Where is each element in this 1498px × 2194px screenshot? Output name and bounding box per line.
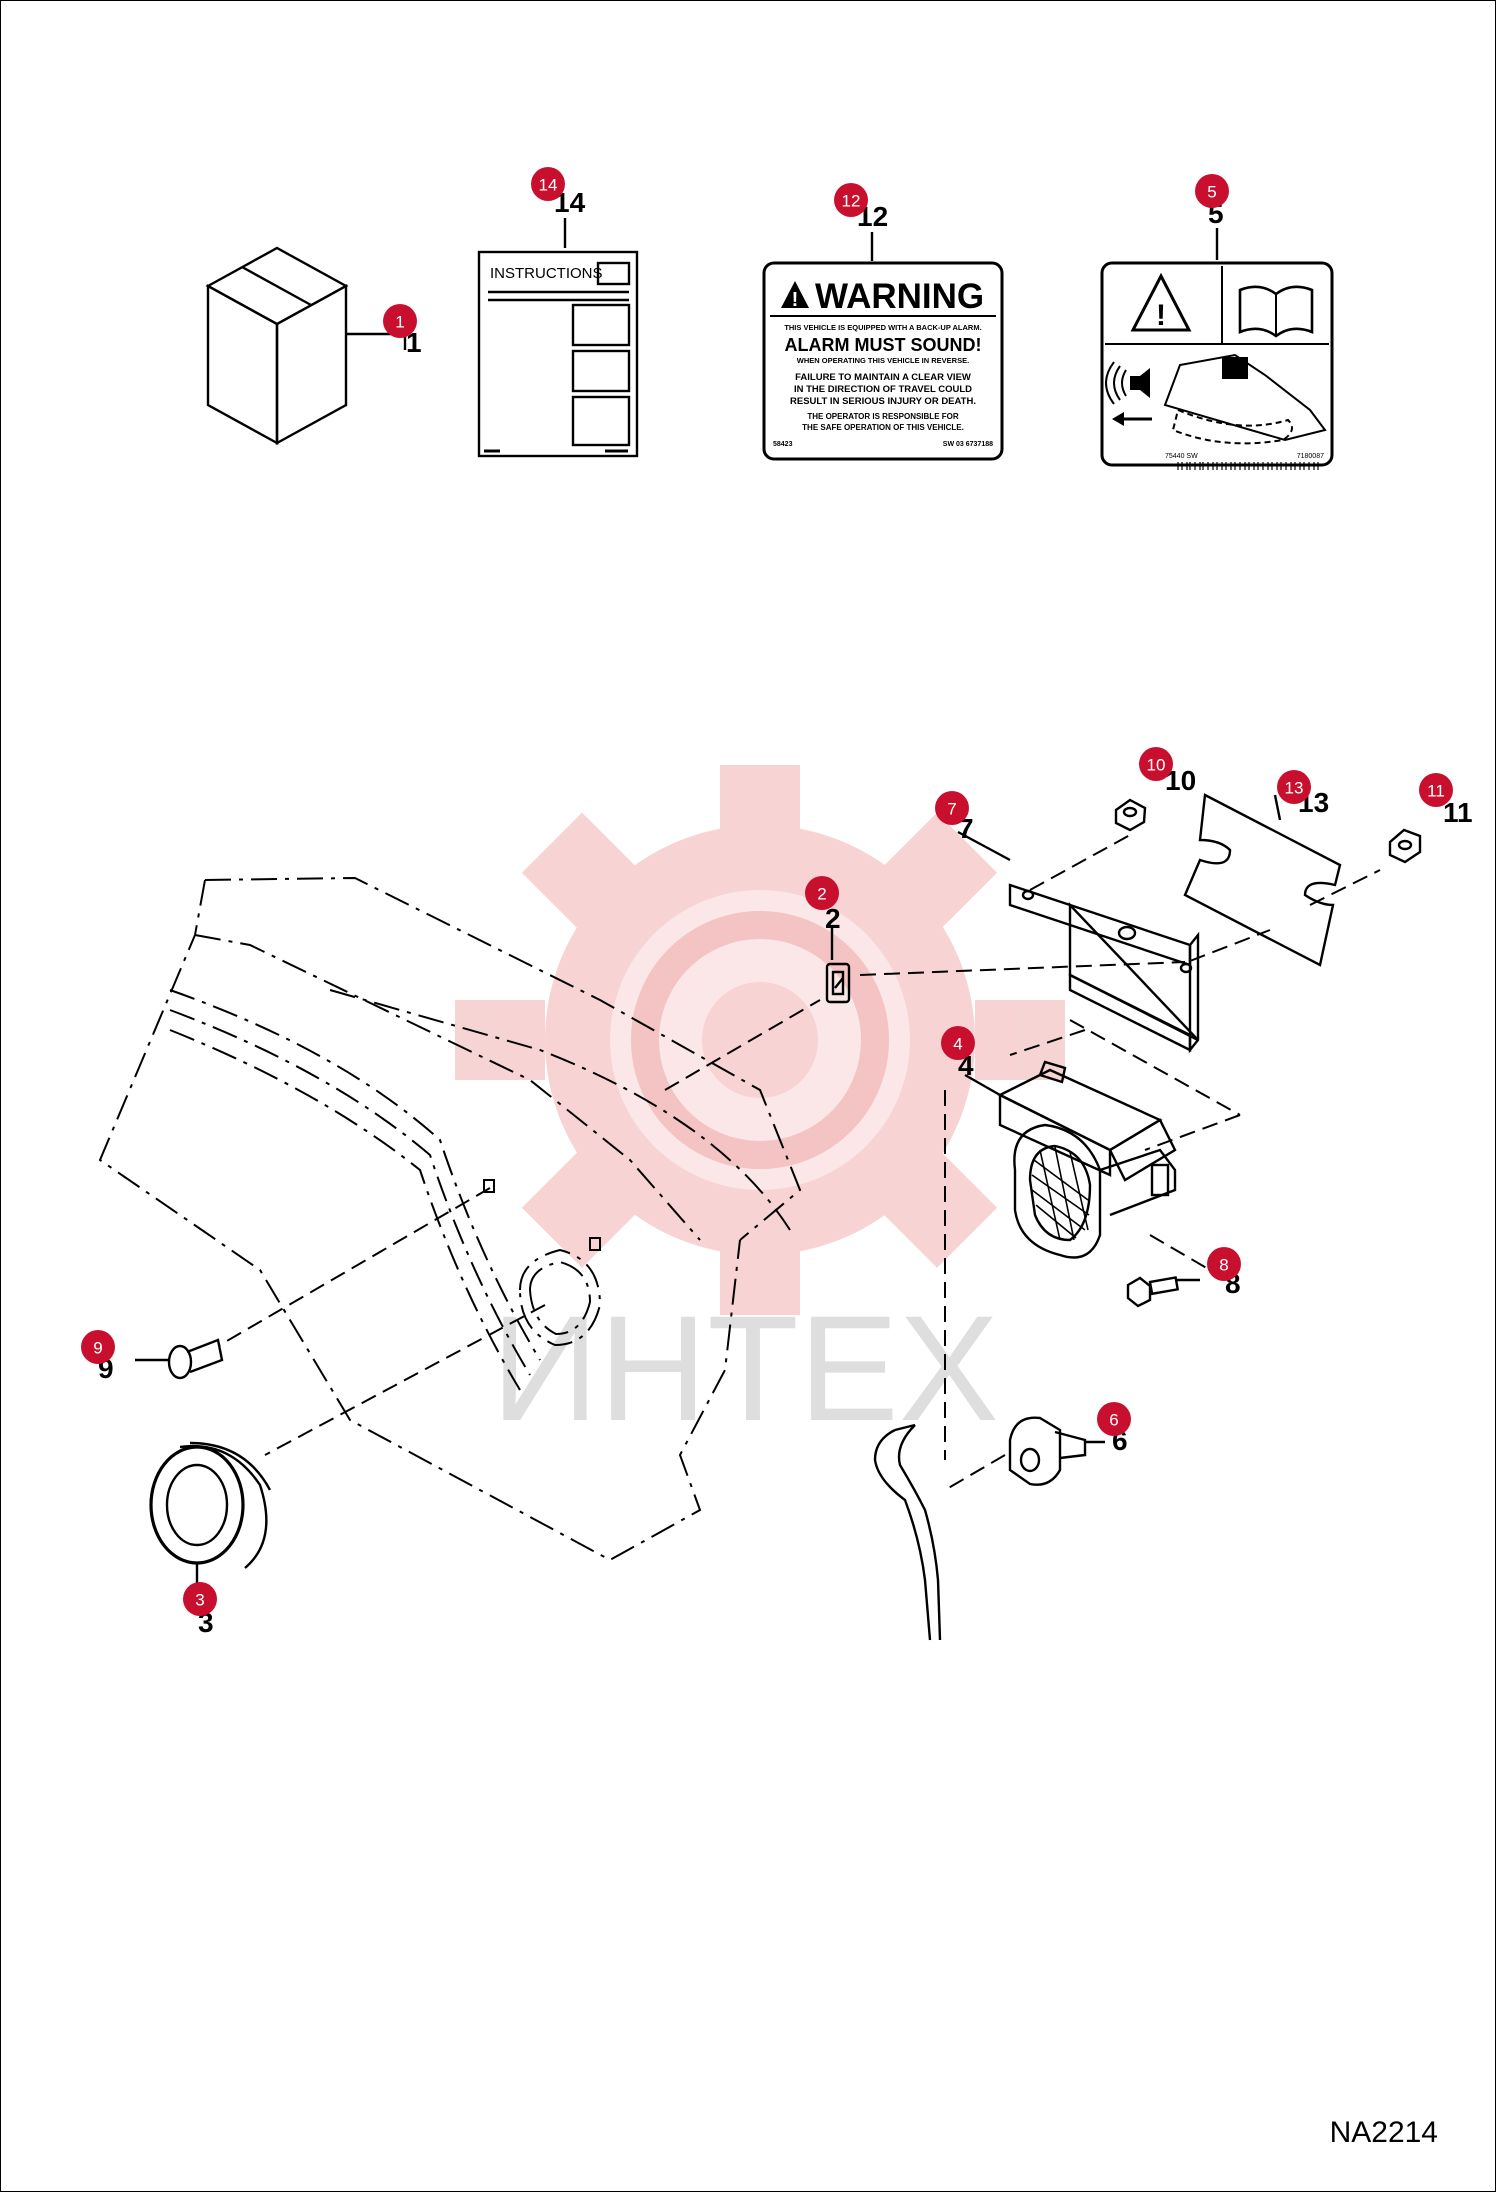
svg-text:2: 2 [817,885,826,904]
carriage-bolt-part-9[interactable] [135,1338,224,1380]
badge-9[interactable]: 9 [81,1330,115,1364]
svg-text:FAILURE TO MAINTAIN A CLEAR VI: FAILURE TO MAINTAIN A CLEAR VIEW [795,372,971,383]
svg-text:3: 3 [195,1591,204,1610]
box-part-1[interactable] [205,246,407,446]
svg-text:SW 03 6737188: SW 03 6737188 [943,441,993,448]
svg-text:58423: 58423 [773,441,793,448]
badge-7[interactable]: 7 [935,791,969,825]
badge-14[interactable]: 14 [531,167,565,201]
svg-text:THE SAFE OPERATION OF THIS VEH: THE SAFE OPERATION OF THIS VEHICLE. [802,423,964,432]
watermark-logo: ИНТЕХ [455,765,1065,1452]
svg-text:7180087: 7180087 [1297,453,1324,460]
svg-text:12: 12 [842,192,861,211]
badge-10[interactable]: 10 [1139,747,1173,781]
svg-text:ALARM MUST SOUND!: ALARM MUST SOUND! [785,335,982,355]
svg-text:!: ! [1156,299,1166,332]
wire-harness [873,1423,942,1641]
callout-badges: 1 2 3 4 5 6 7 8 9 10 11 12 13 14 [81,167,1453,1616]
svg-text:THE OPERATOR IS RESPONSIBLE FO: THE OPERATOR IS RESPONSIBLE FOR [807,412,959,421]
svg-text:1: 1 [395,313,404,332]
gasket-part-13[interactable] [1183,793,1342,967]
badge-2[interactable]: 2 [805,876,839,910]
svg-text:WHEN OPERATING THIS VEHICLE IN: WHEN OPERATING THIS VEHICLE IN REVERSE. [797,356,969,365]
svg-text:WARNING: WARNING [815,277,984,316]
nut-part-10[interactable] [1114,798,1147,832]
svg-text:11: 11 [1427,782,1445,801]
backup-alarm-part-4[interactable] [964,1060,1177,1259]
badge-6[interactable]: 6 [1097,1402,1131,1436]
badge-1[interactable]: 1 [383,304,417,338]
svg-text:14: 14 [539,176,558,195]
machine-rear-body [98,876,802,1562]
pictorial-decal-part-5[interactable]: ! 75440 SW 7180087 [1100,228,1334,470]
watermark-text: ИНТЕХ [491,1284,999,1452]
svg-text:RESULT IN SERIOUS INJURY OR DE: RESULT IN SERIOUS INJURY OR DEATH. [790,396,976,407]
svg-text:THIS VEHICLE IS EQUIPPED WITH: THIS VEHICLE IS EQUIPPED WITH A BACK-UP … [784,323,981,332]
svg-text:INSTRUCTIONS: INSTRUCTIONS [490,265,603,282]
svg-text:IN THE DIRECTION OF TRAVEL COU: IN THE DIRECTION OF TRAVEL COULD [794,384,972,395]
assembly-lines [219,834,1381,1491]
svg-text:9: 9 [93,1339,102,1358]
badge-3[interactable]: 3 [183,1582,217,1616]
grommet-part-3[interactable] [149,1441,272,1590]
barcode [1177,462,1319,470]
bolt-part-8[interactable] [1126,1276,1200,1308]
warning-decal-part-12[interactable]: ! WARNING THIS VEHICLE IS EQUIPPED WITH … [762,232,1004,461]
svg-text:75440 SW: 75440 SW [1165,453,1198,460]
svg-text:13: 13 [1285,779,1304,798]
badge-5[interactable]: 5 [1195,174,1229,208]
alarm-grille [1031,1146,1090,1241]
svg-text:8: 8 [1219,1256,1228,1275]
drawing-code: NA2214 [1329,2116,1438,2149]
svg-text:!: ! [792,289,799,311]
clip-part-2[interactable] [825,927,851,1004]
badge-11[interactable]: 11 [1419,773,1453,807]
label-2: 2 [825,903,841,934]
svg-text:4: 4 [953,1035,962,1054]
badge-12[interactable]: 12 [834,183,868,217]
nut-part-11[interactable] [1388,828,1422,864]
svg-text:6: 6 [1109,1411,1118,1430]
connector-part-6[interactable] [1008,1416,1105,1486]
svg-text:5: 5 [1207,183,1216,202]
badge-8[interactable]: 8 [1207,1247,1241,1281]
label-11: 11 [1443,797,1473,828]
badge-13[interactable]: 13 [1277,770,1311,804]
svg-text:10: 10 [1147,756,1166,775]
svg-text:7: 7 [947,800,956,819]
bracket-part-7[interactable] [957,830,1200,1054]
instructions-sheet-part-14[interactable]: INSTRUCTIONS [477,218,639,458]
badge-4[interactable]: 4 [941,1026,975,1060]
